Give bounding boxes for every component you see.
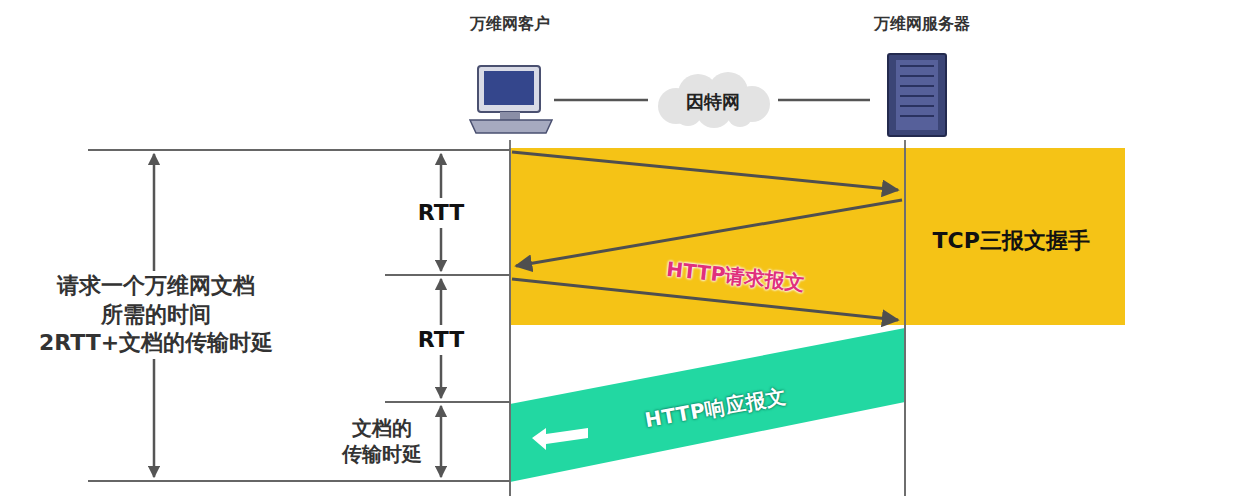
server-slot xyxy=(900,75,934,77)
node-label: TCP三报文握手 xyxy=(933,226,1090,256)
transfer-delay-dimension xyxy=(440,406,443,477)
response-band-fill xyxy=(510,328,905,482)
monitor-body xyxy=(478,66,540,112)
monitor-screen xyxy=(484,71,534,105)
server-slot xyxy=(900,105,934,107)
total-time-note: 请求一个万维网文档 所需的时间 2RTT+文档的传输时延 xyxy=(27,271,285,359)
http-response-band: HTTP响应报文 xyxy=(510,328,905,482)
server-slot xyxy=(900,95,934,97)
rtt-label: RTT xyxy=(414,325,468,356)
internet-cloud: 因特网 xyxy=(648,72,778,128)
client-node: 万维网客户 xyxy=(466,14,554,136)
server-tower-icon xyxy=(888,54,946,136)
server-slot xyxy=(900,65,934,67)
client-computer-icon xyxy=(470,66,552,133)
server-slot xyxy=(900,85,934,87)
node-text-holder: 因特网 xyxy=(686,90,740,114)
guide-line xyxy=(88,149,510,151)
tcp-handshake-band: TCP三报文握手 xyxy=(510,148,1125,325)
node-text-holder: 万维网客户 xyxy=(470,14,550,35)
direction-arrow xyxy=(532,428,588,450)
server-front xyxy=(896,60,938,130)
node-label: 万维网服务器 xyxy=(874,14,970,35)
node-label: 万维网客户 xyxy=(470,14,550,35)
guide-line xyxy=(385,274,510,276)
server-slot xyxy=(900,115,934,117)
rtt-label: RTT xyxy=(414,198,468,229)
monitor-stand xyxy=(500,112,520,120)
network-link xyxy=(554,99,648,102)
transfer-delay-note: 文档的 传输时延 xyxy=(330,414,434,468)
node-label: 因特网 xyxy=(686,90,740,114)
keyboard-base xyxy=(470,120,552,133)
server-node: 万维网服务器 xyxy=(870,14,974,136)
node-text-holder: 万维网服务器 xyxy=(874,14,970,35)
server-case xyxy=(888,54,946,136)
guide-line xyxy=(88,480,510,482)
node-text-holder: TCP三报文握手 xyxy=(933,226,1090,256)
guide-line xyxy=(385,401,510,403)
network-link xyxy=(778,99,870,102)
server-slots xyxy=(900,66,934,116)
